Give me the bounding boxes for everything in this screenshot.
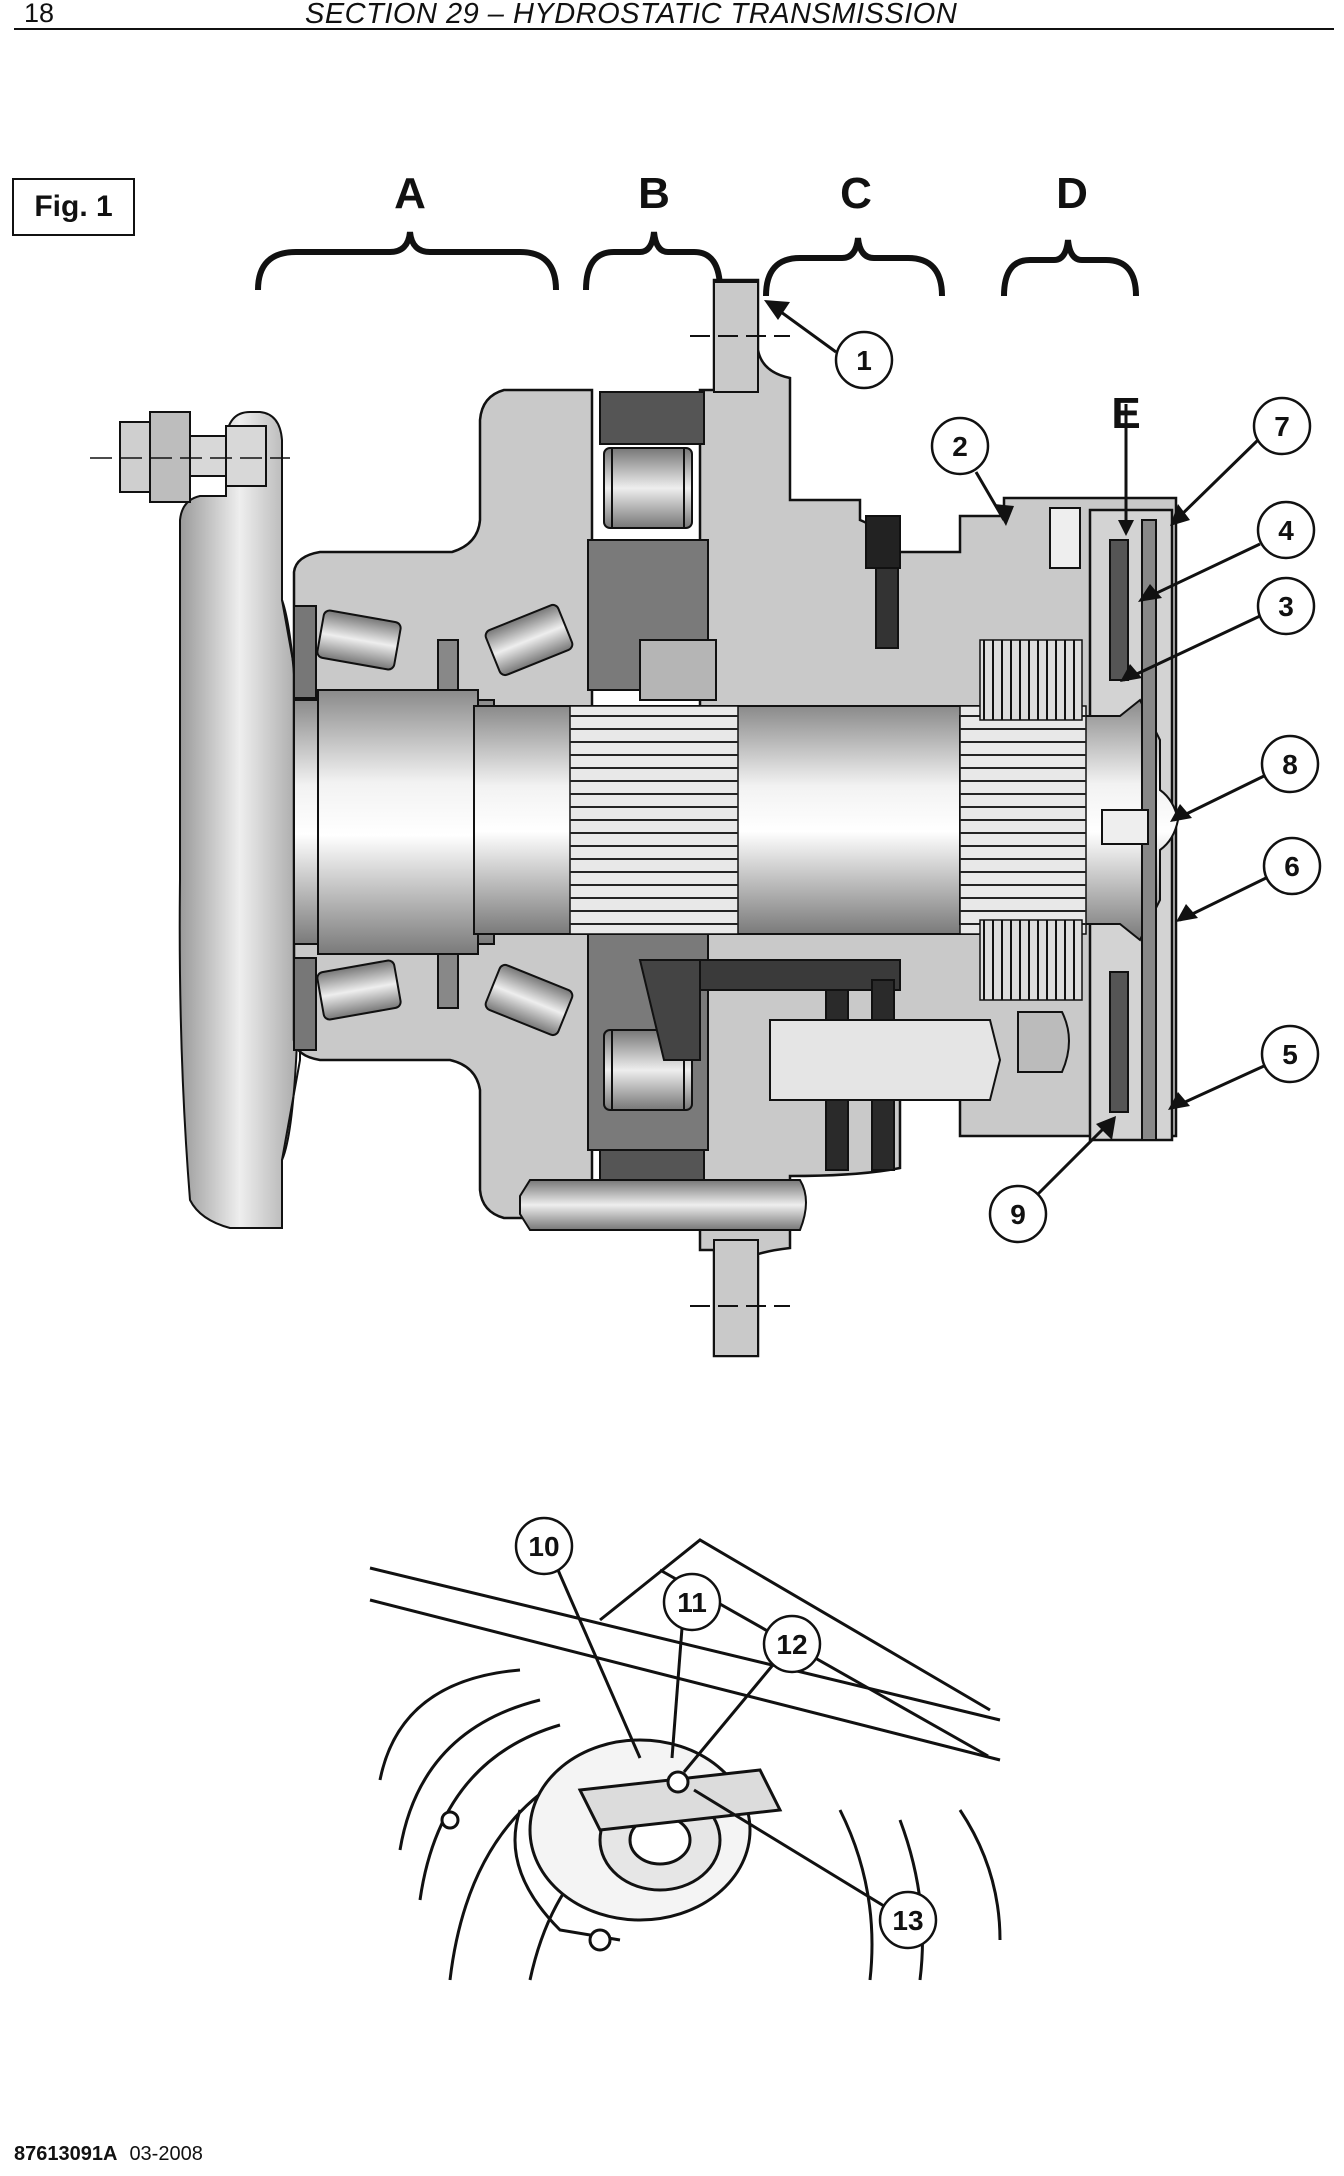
callout-numbers-top: 1 2 7 4 3 8 6 5 9 bbox=[856, 345, 1300, 1230]
callout-7: 7 bbox=[1274, 411, 1290, 442]
callout-leaders-top bbox=[769, 302, 1267, 1196]
callout-1: 1 bbox=[856, 345, 872, 376]
header-rule bbox=[14, 28, 1334, 30]
document-code: 87613091A bbox=[14, 2143, 118, 2165]
callout-leaders-bottom bbox=[556, 1569, 885, 1908]
section-braces bbox=[255, 231, 1139, 297]
callout-numbers-bottom: 10 11 12 13 bbox=[528, 1531, 923, 1936]
section-letter-c: C bbox=[840, 169, 872, 218]
cross-section-diagram: A B C D E bbox=[90, 169, 1322, 1358]
motor-body bbox=[440, 1738, 783, 1952]
callouts-bottom bbox=[514, 1516, 938, 1950]
page-header: 18 SECTION 29 – HYDROSTATIC TRANSMISSION bbox=[0, 0, 1344, 30]
lower-pin bbox=[519, 1179, 807, 1357]
tapered-bearings bbox=[293, 603, 574, 1051]
callout-3: 3 bbox=[1278, 591, 1294, 622]
callout-10: 10 bbox=[528, 1531, 559, 1562]
callout-8: 8 bbox=[1282, 749, 1298, 780]
section-letter-a: A bbox=[394, 169, 426, 218]
callout-9: 9 bbox=[1010, 1199, 1026, 1230]
spline-lines bbox=[570, 715, 1086, 925]
brake-piston bbox=[769, 507, 1157, 1141]
page-footer: 87613091A 03-2008 bbox=[14, 2143, 203, 2166]
callout-12: 12 bbox=[776, 1629, 807, 1660]
disc-lines bbox=[983, 640, 1075, 1000]
figure-label: Fig. 1 bbox=[12, 178, 135, 236]
callout-4: 4 bbox=[1278, 515, 1294, 546]
callout-2: 2 bbox=[952, 431, 968, 462]
section-letter-d: D bbox=[1056, 169, 1088, 218]
callout-5: 5 bbox=[1282, 1039, 1298, 1070]
callout-6: 6 bbox=[1284, 851, 1300, 882]
document-date: 03-2008 bbox=[129, 2143, 203, 2165]
callout-13: 13 bbox=[892, 1905, 923, 1936]
page-number: 18 bbox=[24, 0, 55, 28]
installed-view-illustration: 10 11 12 13 bbox=[369, 1516, 1002, 1981]
mounting-ear bbox=[690, 281, 790, 1307]
wheel-flange bbox=[90, 411, 302, 1229]
section-letter-b: B bbox=[638, 169, 670, 218]
section-title: SECTION 29 – HYDROSTATIC TRANSMISSION bbox=[305, 0, 958, 30]
callout-arrowheads-top bbox=[764, 300, 1198, 1140]
callouts-top bbox=[834, 330, 1322, 1244]
callout-11: 11 bbox=[677, 1587, 707, 1618]
